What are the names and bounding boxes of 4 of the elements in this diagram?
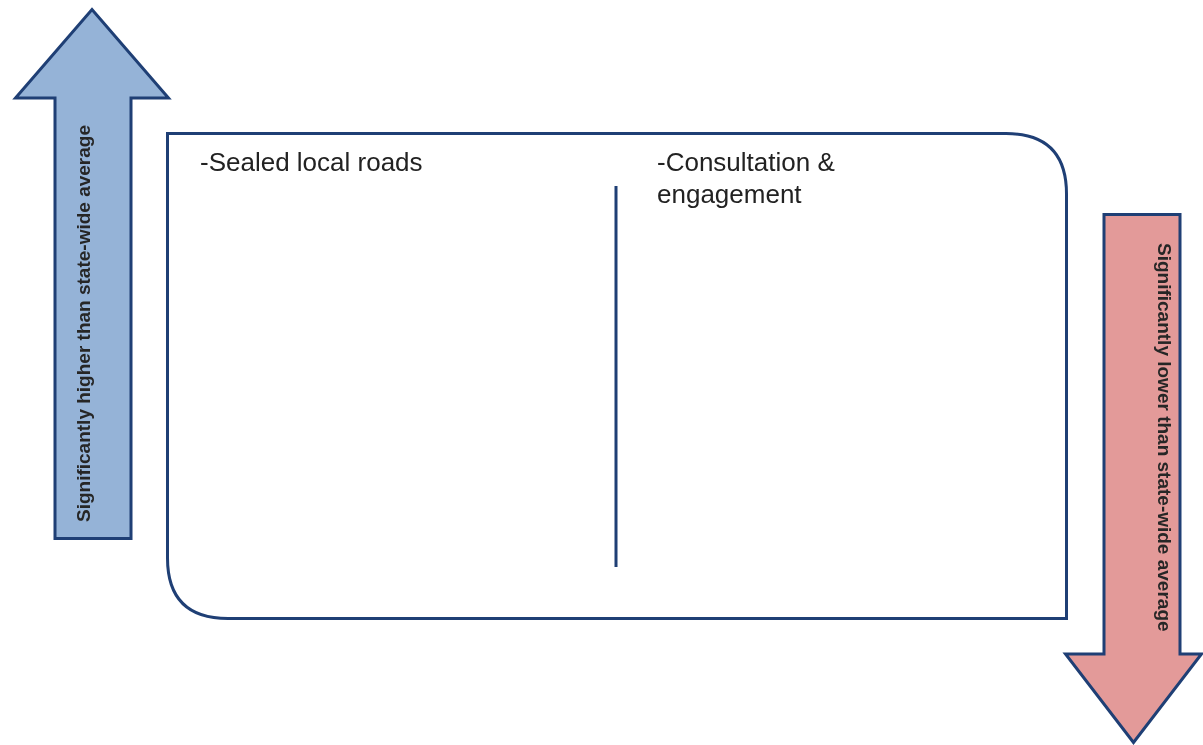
list-item: -Consultation & engagement [657,146,836,210]
arrow-label: Significantly higher than state-wide average [72,124,95,525]
list-item: -Sealed local roads [200,146,424,178]
arrow-label: Significantly lower than state-wide average [1153,241,1176,634]
